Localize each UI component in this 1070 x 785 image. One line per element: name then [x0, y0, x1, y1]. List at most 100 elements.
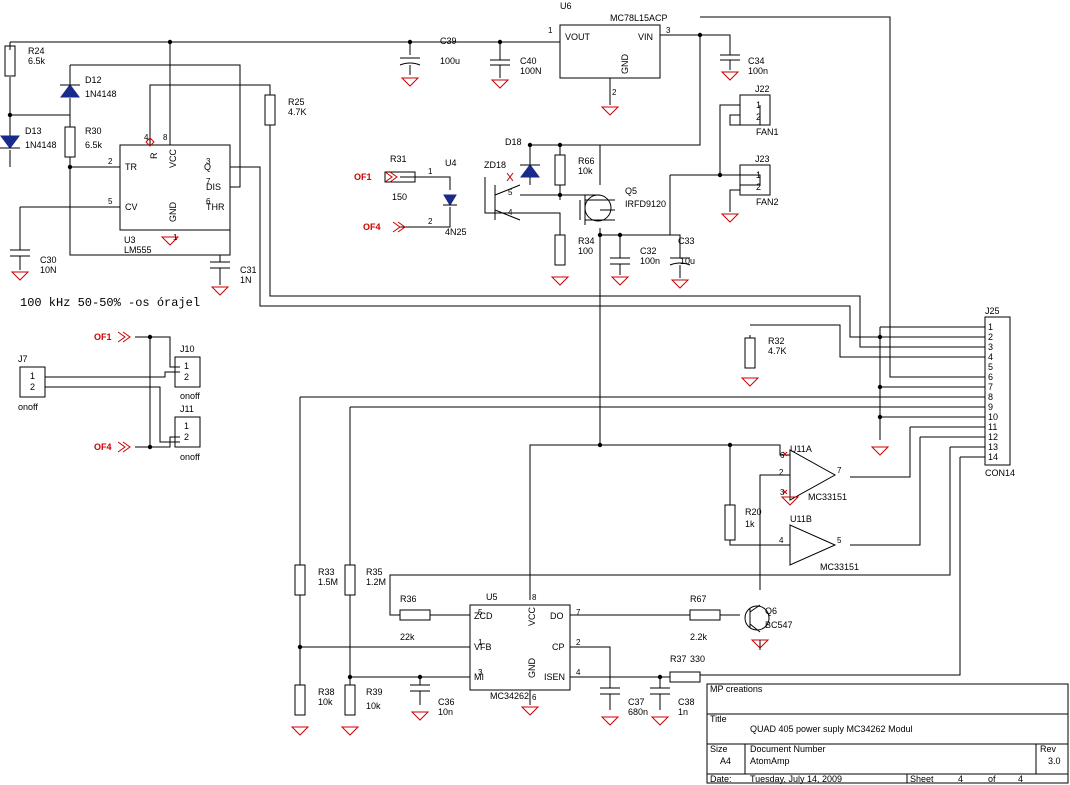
- r37-ref: R37: [670, 654, 687, 664]
- c31-value: 1N: [240, 275, 252, 285]
- u5-pin1: 1: [478, 638, 483, 647]
- u5-pin7: 7: [576, 608, 581, 617]
- j11-value: onoff: [180, 452, 200, 462]
- u3-pin7: 7: [206, 177, 211, 186]
- c30-value: 10N: [40, 265, 57, 275]
- r36-ref: R36: [400, 594, 417, 604]
- tb-company: MP creations: [710, 684, 763, 694]
- j25-pin-8: 8: [988, 392, 993, 402]
- r66-value: 10k: [578, 166, 593, 176]
- u3-pin4: 4: [144, 133, 149, 142]
- u5-ref: U5: [486, 592, 498, 602]
- j25-pin-7: 7: [988, 382, 993, 392]
- j25-pin-10: 10: [988, 412, 998, 422]
- u11a-pin7: 7: [837, 466, 842, 475]
- d13-value: 1N4148: [25, 140, 57, 150]
- c31-ref: C31: [240, 265, 257, 275]
- r31-ref: R31: [390, 154, 407, 164]
- c34-ref: C34: [748, 56, 765, 66]
- u4-pin2: 2: [428, 217, 433, 226]
- of1-port-left: OF1: [94, 332, 112, 342]
- c36-value: 10n: [438, 707, 453, 717]
- r25-ref: R25: [288, 97, 305, 107]
- d18-ref: D18: [505, 137, 522, 147]
- u5-pin2: 2: [576, 638, 581, 647]
- r36-value: 22k: [400, 632, 415, 642]
- u4-ref: U4: [445, 158, 457, 168]
- u11b-value: MC33151: [820, 562, 859, 572]
- tb-title-label: Title: [710, 714, 727, 724]
- u11a-value: MC33151: [808, 492, 847, 502]
- j22-value: FAN1: [756, 127, 779, 137]
- u6-pin3: 3: [666, 26, 671, 35]
- u5-gnd: GND: [527, 658, 537, 679]
- j10-pin1: 1: [184, 361, 189, 371]
- u5-value: MC34262: [490, 691, 529, 701]
- u3-pin6: 6: [206, 197, 211, 206]
- u3-thr: THR: [206, 202, 225, 212]
- r25-value: 4.7K: [288, 107, 307, 117]
- wires: [9, 16, 985, 705]
- junctions: [7, 32, 883, 680]
- q5-ref: Q5: [625, 186, 637, 196]
- j10-ref: J10: [180, 344, 195, 354]
- j25-pin-13: 13: [988, 442, 998, 452]
- r31-value: 150: [392, 192, 407, 202]
- u6-value: MC78L15ACP: [610, 13, 668, 23]
- u6-vin: VIN: [638, 32, 653, 42]
- j25-value: CON14: [985, 468, 1015, 478]
- r67-value: 2.2k: [690, 632, 708, 642]
- r38-value: 10k: [318, 697, 333, 707]
- q6-value: BC547: [765, 620, 793, 630]
- of4-port-top: OF4: [363, 222, 381, 232]
- u5-zcd: ZCD: [474, 611, 493, 621]
- c36-ref: C36: [438, 697, 455, 707]
- r20-ref: R20: [745, 507, 762, 517]
- r30-value: 6.5k: [85, 140, 103, 150]
- j25-pin-6: 6: [988, 372, 993, 382]
- j7-pin2: 2: [30, 382, 35, 392]
- u4-pin5: 5: [508, 188, 513, 197]
- tb-size-label: Size: [710, 744, 728, 754]
- r32-ref: R32: [768, 336, 785, 346]
- c32-ref: C32: [640, 246, 657, 256]
- c37-ref: C37: [628, 697, 645, 707]
- r35-ref: R35: [366, 567, 383, 577]
- tb-size: A4: [720, 756, 731, 766]
- resistor-bodies: [4, 45, 756, 716]
- u3-pin8: 8: [163, 133, 168, 142]
- u5-pin3: 3: [478, 668, 483, 677]
- of1-port-top: OF1: [354, 172, 372, 182]
- u3-pin3: 3: [206, 157, 211, 166]
- q6-ref: Q6: [765, 606, 777, 616]
- r24-ref: R24: [28, 46, 45, 56]
- u5-mi: MI: [474, 672, 484, 682]
- j25-ref: J25: [985, 306, 1000, 316]
- u6-gnd: GND: [620, 54, 630, 75]
- d13-ref: D13: [25, 126, 42, 136]
- j25-pin-9: 9: [988, 402, 993, 412]
- u4-pin4: 4: [508, 208, 513, 217]
- u3-gnd: GND: [168, 202, 178, 223]
- u6-vout: VOUT: [565, 32, 591, 42]
- c38-value: 1n: [678, 707, 688, 717]
- r39-value: 10k: [366, 701, 381, 711]
- r20-value: 1k: [745, 519, 755, 529]
- j25-pin-12: 12: [988, 432, 998, 442]
- c37-value: 680n: [628, 707, 648, 717]
- r66-ref: R66: [578, 156, 595, 166]
- u4-value: 4N25: [445, 227, 467, 237]
- u3-tr: TR: [125, 162, 137, 172]
- u5-vfb: VFB: [474, 642, 492, 652]
- j25-pin-4: 4: [988, 352, 993, 362]
- j10-value: onoff: [180, 391, 200, 401]
- tb-rev-label: Rev: [1040, 744, 1057, 754]
- u3-r: R: [149, 152, 159, 159]
- u3-pin2: 2: [108, 157, 113, 166]
- j25-pin-14: 14: [988, 452, 998, 462]
- u6-pin2: 2: [612, 88, 617, 97]
- of4-port-left: OF4: [94, 442, 112, 452]
- u5-pin5: 5: [478, 608, 483, 617]
- r33-ref: R33: [318, 567, 335, 577]
